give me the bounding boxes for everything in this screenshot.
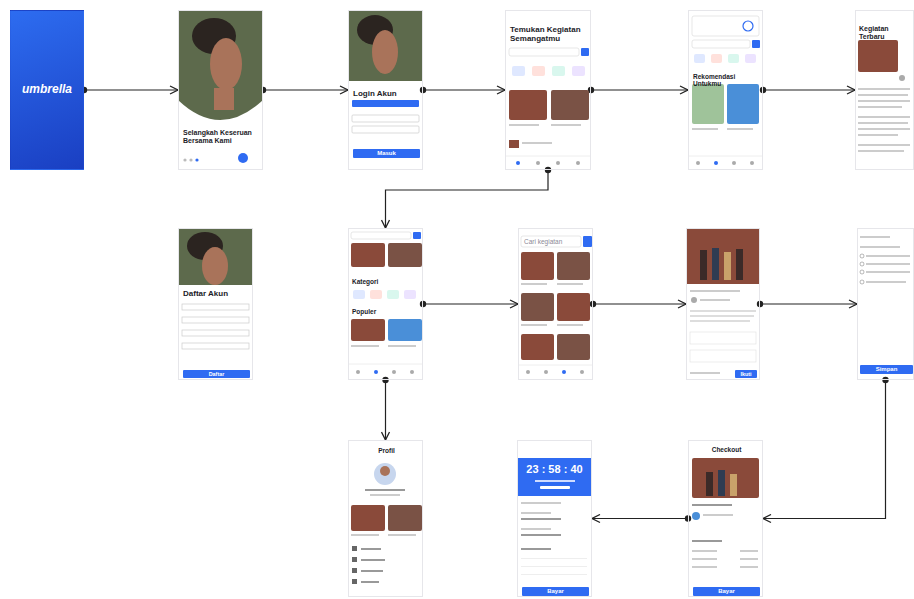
flow-arrow bbox=[423, 89, 505, 90]
start-dot bbox=[760, 87, 766, 93]
screen-text: Kategori bbox=[352, 278, 412, 285]
app-screen: Rekomendasi Untukmu bbox=[688, 10, 763, 170]
screen-text: Profil bbox=[369, 447, 404, 454]
start-dot bbox=[420, 301, 426, 307]
button-label: Masuk bbox=[353, 149, 420, 158]
start-dot bbox=[590, 301, 596, 307]
flow-arrow bbox=[84, 89, 178, 90]
flow-arrow bbox=[760, 303, 857, 304]
screen-text: Login Akun bbox=[353, 89, 419, 98]
app-screen: Temukan Kegiatan Semangatmu bbox=[505, 10, 591, 170]
screen-text: Daftar Akun bbox=[183, 289, 249, 298]
flow-arrow bbox=[592, 518, 688, 519]
app-screen: Selangkah Keseruan Bersama Kami bbox=[178, 10, 263, 170]
screen-text: Checkout bbox=[699, 446, 754, 453]
flow-arrow bbox=[386, 170, 549, 228]
app-screen: CheckoutBayar bbox=[688, 440, 763, 597]
app-screen: KategoriPopuler bbox=[348, 228, 423, 380]
start-dot bbox=[757, 301, 763, 307]
screen-text: Rekomendasi Untukmu bbox=[693, 73, 759, 88]
flow-arrow bbox=[423, 303, 518, 304]
app-screen: Login AkunMasuk bbox=[348, 10, 423, 170]
flow-arrow bbox=[763, 89, 855, 90]
start-dot bbox=[420, 87, 426, 93]
screen-text: Populer bbox=[352, 308, 412, 315]
flow-arrow bbox=[763, 380, 886, 519]
flow-arrow bbox=[263, 89, 348, 90]
screen-text: umbrella bbox=[17, 83, 77, 97]
app-screen: Simpan bbox=[857, 228, 914, 380]
app-screen: Ikuti bbox=[686, 228, 760, 380]
start-dot bbox=[382, 377, 388, 383]
button-label: Bayar bbox=[693, 587, 760, 596]
app-screen: 23 : 58 : 40 Bayar bbox=[517, 440, 592, 597]
flow-arrow bbox=[385, 380, 386, 440]
button-label: Bayar bbox=[522, 587, 589, 596]
app-screen: Profil bbox=[348, 440, 423, 597]
app-screen: Kegiatan Terbaru bbox=[855, 10, 914, 170]
button-label: Ikuti bbox=[735, 370, 757, 378]
app-screen: umbrella bbox=[10, 10, 84, 170]
screen-text: Cari kegiatan bbox=[524, 238, 580, 245]
start-dot bbox=[882, 377, 888, 383]
screen-text: Kegiatan Terbaru bbox=[859, 25, 911, 41]
flow-arrow bbox=[593, 303, 686, 304]
screen-text: Selangkah Keseruan Bersama Kami bbox=[183, 129, 253, 145]
button-label: Simpan bbox=[860, 365, 913, 374]
flow-arrow bbox=[591, 89, 688, 90]
app-screen: Daftar AkunDaftar bbox=[178, 228, 253, 380]
app-screen: Cari kegiatan bbox=[518, 228, 593, 380]
screen-text: 23 : 58 : 40 bbox=[518, 463, 591, 476]
button-label: Daftar bbox=[183, 370, 250, 378]
screen-text: Temukan Kegiatan Semangatmu bbox=[510, 25, 584, 43]
start-dot bbox=[545, 167, 551, 173]
